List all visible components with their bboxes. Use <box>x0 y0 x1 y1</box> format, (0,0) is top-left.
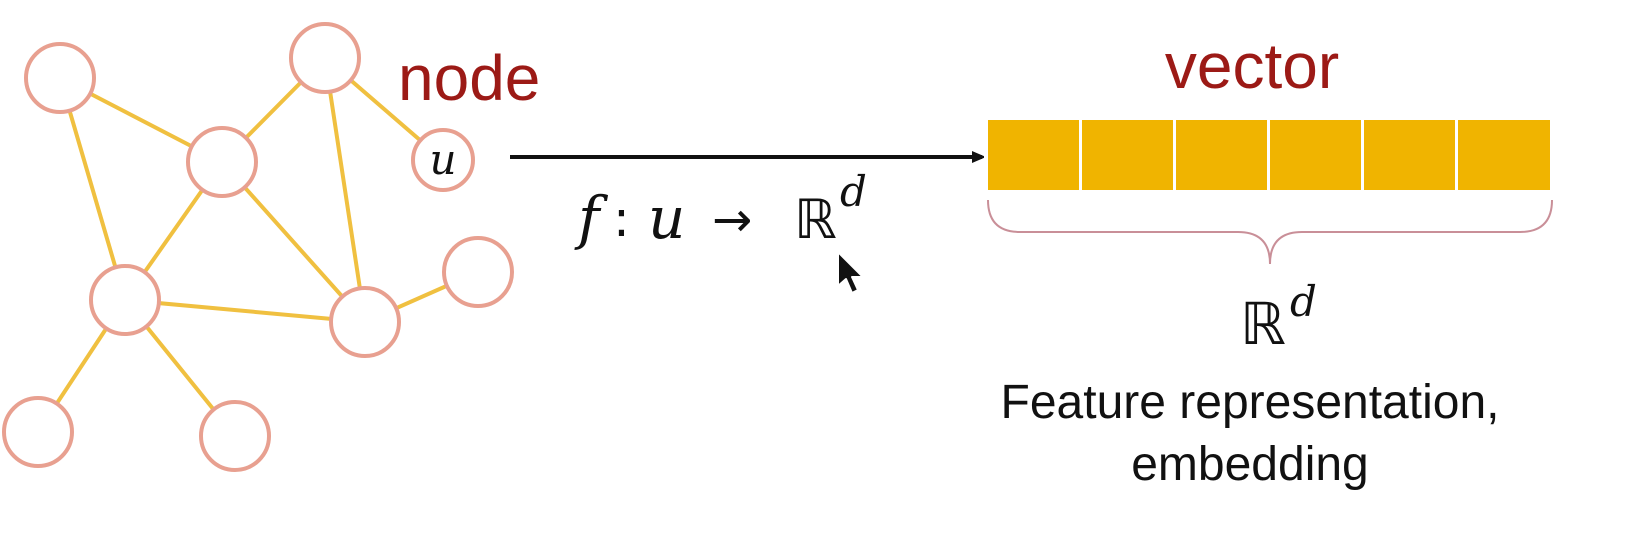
vector-cell <box>988 120 1079 190</box>
vector-bar <box>988 120 1550 190</box>
mouse-cursor-icon <box>837 251 864 294</box>
graph-node <box>2 396 74 468</box>
graph-node <box>199 400 271 472</box>
space-label-exponent: d <box>1290 277 1317 326</box>
vector-label: vector <box>1165 30 1339 102</box>
formula-u: u <box>648 184 685 252</box>
graph-node <box>329 286 401 358</box>
node-label: node <box>398 42 540 114</box>
vector-cell <box>1176 120 1267 190</box>
formula-space: ℝ <box>794 188 837 251</box>
graph-edge <box>323 56 367 324</box>
caption-line-1: Feature representation, <box>1001 376 1500 429</box>
vector-cell <box>1458 120 1550 190</box>
graph-node <box>89 264 161 336</box>
graph-edge <box>58 76 127 302</box>
formula-f: f <box>574 184 609 252</box>
caption-line-2: embedding <box>1131 438 1369 491</box>
graph-node <box>442 236 514 308</box>
vector-brace <box>987 199 1553 265</box>
graph-node <box>289 22 361 94</box>
graph-node-u <box>411 128 475 192</box>
graph-node <box>186 126 258 198</box>
formula-colon: : <box>613 190 630 248</box>
graph-edges <box>36 56 480 438</box>
graph-nodes <box>2 22 514 472</box>
vector-cell <box>1270 120 1361 190</box>
space-label: ℝ d <box>1240 277 1317 358</box>
mapping-formula: f : u → ℝ d <box>574 167 867 252</box>
formula-exponent: d <box>840 167 867 216</box>
graph-edge <box>123 298 367 324</box>
graph: u <box>2 22 514 472</box>
graph-node <box>24 42 96 114</box>
space-label-base: ℝ <box>1240 290 1286 358</box>
node-u-symbol: u <box>429 135 456 184</box>
vector-cell <box>1364 120 1455 190</box>
formula-arrow: → <box>712 192 752 248</box>
vector-cell <box>1082 120 1173 190</box>
